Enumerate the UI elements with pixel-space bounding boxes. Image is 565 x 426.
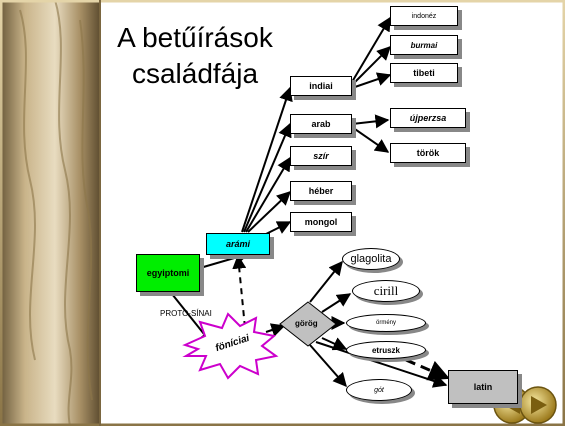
arami-arrows [241, 86, 293, 237]
node-egyiptomi: egyiptomi [136, 254, 200, 292]
node-heber: héber [290, 181, 352, 201]
node-etruszk: etruszk [346, 341, 426, 359]
node-got: gót [346, 379, 412, 401]
fonicia-to-gorog [265, 323, 286, 337]
node-arab: arab [290, 114, 352, 134]
node-torok: török [390, 143, 466, 163]
arab-arrows [351, 114, 390, 153]
gorog-to-latin [315, 341, 448, 388]
node-indiai: indiai [290, 76, 352, 96]
node-cirill: cirill [352, 280, 420, 302]
left-pillar [0, 0, 100, 426]
etruszk-to-latin [405, 358, 450, 381]
node-ormeny: örmény [346, 314, 426, 332]
node-tibeti: tibeti [390, 63, 458, 83]
pillar-texture [19, 0, 93, 426]
gorog-diamond [279, 301, 337, 347]
indiai-arrows [351, 16, 392, 89]
label-proto-sinai: PROTO-SÍNAI [160, 309, 212, 318]
node-szir: szír [290, 146, 352, 166]
slide-title: A betűírások családfája [117, 22, 273, 89]
gorog-arrows [309, 260, 352, 388]
node-mongol: mongol [290, 212, 352, 232]
node-glagolita: glagolita [342, 248, 400, 270]
node-indonez: indonéz [390, 6, 458, 26]
node-burmai: burmai [390, 35, 458, 55]
node-arami: arámi [206, 233, 270, 255]
node-ujperzsa: újperzsa [390, 108, 466, 128]
fonicia-starburst [182, 312, 279, 380]
node-gorog: görög [295, 319, 318, 328]
node-latin: latin [448, 370, 518, 404]
